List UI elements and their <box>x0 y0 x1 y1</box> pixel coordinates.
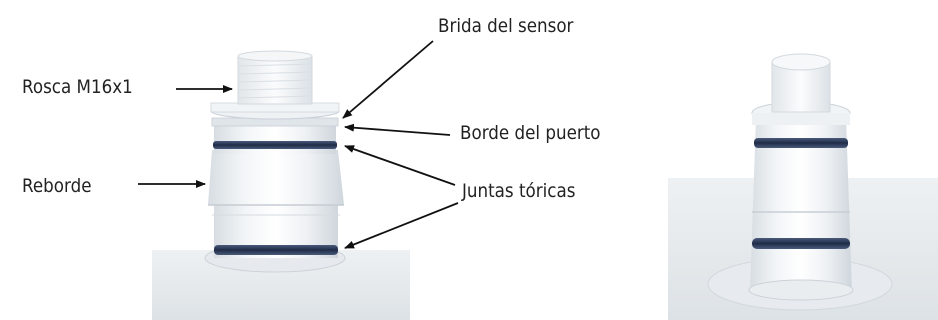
right-flange-band <box>752 113 850 125</box>
arrow-o-ring-lower <box>344 202 459 249</box>
label-sensor-flange: Brida del sensor <box>438 15 574 37</box>
upper-body <box>214 122 336 154</box>
thread-grooves <box>237 63 313 99</box>
label-o-rings: Juntas tóricas <box>462 180 576 202</box>
rim-section <box>208 150 344 205</box>
left-fitting-photo <box>152 50 410 320</box>
arrow-o-ring-upper <box>344 145 456 186</box>
arrow-port-edge <box>344 123 451 136</box>
label-thread: Rosca M16x1 <box>22 76 133 98</box>
arrow-sensor-flange <box>342 40 434 119</box>
label-rim: Reborde <box>22 175 92 197</box>
right-fitting-photo <box>668 53 938 320</box>
label-port-edge: Borde del puerto <box>460 122 601 144</box>
thread-top <box>237 50 313 62</box>
lower-o-ring <box>214 245 338 255</box>
right-lower-o-ring <box>752 238 850 249</box>
right-thread-top <box>771 53 831 71</box>
callout-arrows <box>138 40 459 249</box>
upper-o-ring <box>213 141 337 149</box>
right-body-bottom <box>748 279 854 301</box>
right-upper-o-ring <box>754 138 848 148</box>
